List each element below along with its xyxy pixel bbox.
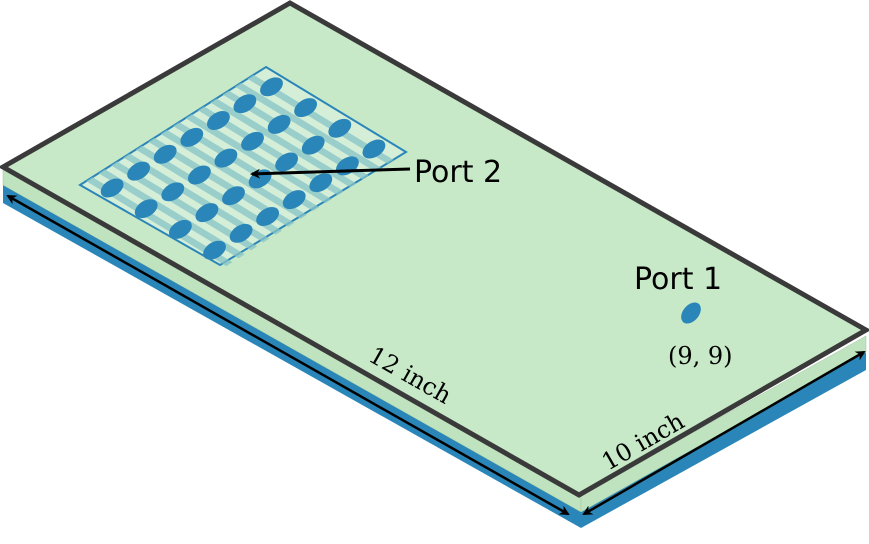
patch-array-stripe <box>247 74 394 164</box>
length-dimension-arrow <box>6 194 570 516</box>
patch-element <box>241 131 264 151</box>
patch-element <box>187 165 211 185</box>
patch-element <box>153 144 177 164</box>
port2-label: Port 2 <box>414 155 502 190</box>
port1-coordinate: (9, 9) <box>668 342 733 370</box>
patch-array-stripe <box>185 114 332 204</box>
patch-array-stripe <box>222 90 369 180</box>
patch-element <box>206 111 230 130</box>
patch-element <box>100 178 124 198</box>
patch-array-stripe <box>235 82 382 172</box>
patch-element <box>180 127 204 147</box>
patch-element <box>309 173 333 193</box>
patch-element <box>362 139 386 159</box>
port1-label: Port 1 <box>634 262 722 297</box>
width-dimension-arrow <box>582 350 866 516</box>
patch-element <box>233 94 257 114</box>
patch-element <box>260 77 283 97</box>
patch-element <box>301 135 325 155</box>
patch-element <box>214 148 238 168</box>
patch-array-stripe <box>173 122 320 211</box>
patch-element <box>127 161 151 181</box>
patch-element <box>328 118 352 138</box>
patch-array-stripe <box>210 98 357 188</box>
patch-element <box>294 98 318 118</box>
patch-element <box>267 114 291 134</box>
port1-feed <box>681 302 701 324</box>
port2-pointer-arrow <box>250 167 411 179</box>
patch-element <box>275 152 299 172</box>
